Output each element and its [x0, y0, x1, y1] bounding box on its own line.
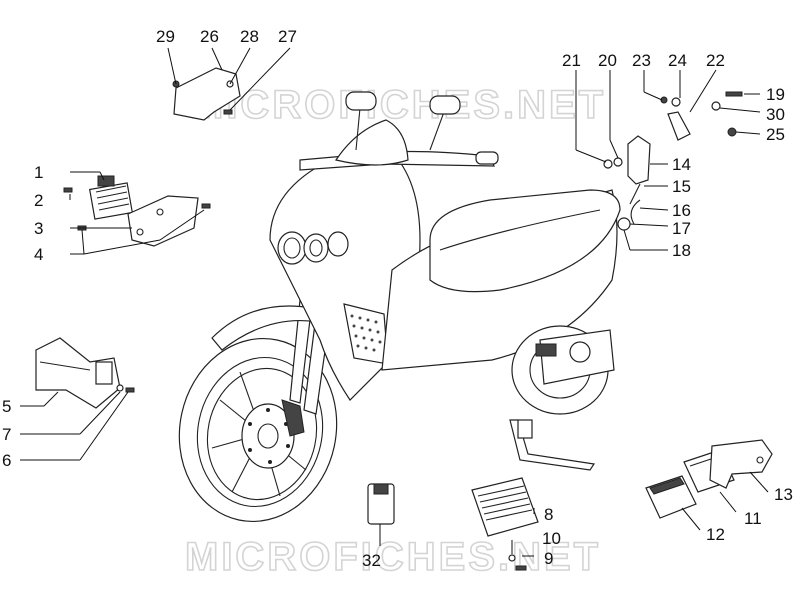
watermark-top: MICROFICHES.NET [190, 83, 606, 127]
label-18: 18 [672, 241, 691, 260]
label-21: 21 [562, 51, 581, 70]
label-14: 14 [672, 155, 691, 174]
label-26: 26 [200, 27, 219, 46]
label-1: 1 [34, 163, 43, 182]
label-28: 28 [240, 27, 259, 46]
scooter-illustration [178, 91, 621, 523]
headlight-left [277, 231, 307, 265]
brake-disc [241, 403, 295, 469]
label-19: 19 [766, 85, 785, 104]
label-29: 29 [156, 27, 175, 46]
label-22: 22 [706, 51, 725, 70]
part-number-labels: 1 2 3 4 5 7 6 29 26 28 27 21 20 23 24 22… [2, 27, 793, 570]
part-20-washer [613, 157, 623, 167]
part-19-bolt [725, 91, 743, 97]
part-3-bracket [127, 195, 199, 247]
part-10-washer [508, 554, 516, 562]
mirror-right [429, 95, 461, 115]
label-5: 5 [2, 397, 11, 416]
label-13: 13 [774, 485, 793, 504]
label-17: 17 [672, 219, 691, 238]
part-4-screw-a [201, 203, 211, 209]
part-25-nut [727, 127, 737, 137]
mirror-left [345, 91, 377, 111]
label-9: 9 [544, 549, 553, 568]
part-13-bracket [709, 439, 773, 489]
label-12: 12 [706, 525, 725, 544]
part-5-bracket [35, 337, 121, 409]
part-6-screw [125, 387, 135, 393]
part-24-washer [671, 97, 681, 107]
label-3: 3 [34, 219, 43, 238]
label-7: 7 [2, 425, 11, 444]
label-20: 20 [598, 51, 617, 70]
label-8: 8 [544, 505, 553, 524]
part-32-module [367, 483, 395, 525]
label-11: 11 [744, 509, 762, 528]
label-30: 30 [766, 105, 785, 124]
part-12-cover [645, 475, 697, 519]
part-2-screw [63, 187, 73, 193]
part-30-washer [711, 101, 721, 111]
label-25: 25 [766, 125, 785, 144]
headlight-right [303, 233, 329, 263]
label-27: 27 [278, 27, 297, 46]
label-16: 16 [672, 201, 691, 220]
label-2: 2 [34, 191, 43, 210]
label-24: 24 [668, 51, 687, 70]
label-4: 4 [34, 245, 43, 264]
label-6: 6 [2, 451, 11, 470]
leader-lines [20, 47, 769, 557]
part-7-washer [116, 384, 124, 392]
watermark-bottom: MICROFICHES.NET [185, 535, 601, 579]
part-14-sensor [617, 111, 691, 231]
part-8-cdi [471, 477, 539, 537]
part-26-bracket [172, 67, 241, 121]
part-9-screw [515, 565, 527, 571]
label-10: 10 [542, 529, 561, 548]
label-15: 15 [672, 177, 691, 196]
label-32: 32 [362, 551, 381, 570]
part-1-regulator [88, 175, 134, 220]
label-23: 23 [632, 51, 651, 70]
